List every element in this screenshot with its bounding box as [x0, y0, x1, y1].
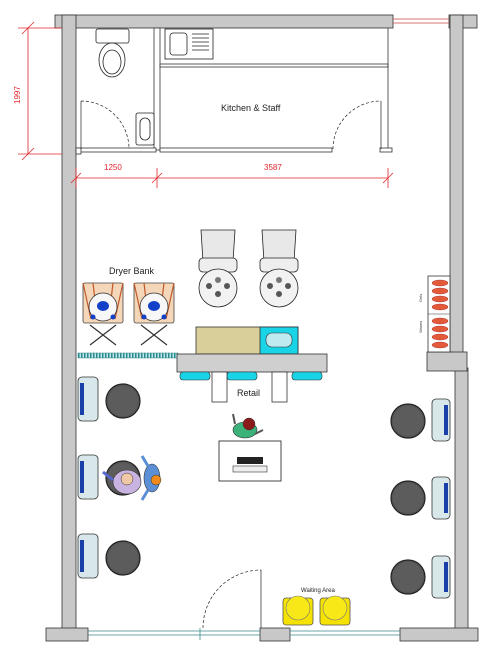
dryer-chair	[133, 282, 175, 346]
styling-station-left	[77, 376, 141, 422]
shelf-label-gels: Gels	[418, 293, 423, 302]
front-windows	[88, 628, 400, 640]
toilet-icon	[95, 28, 130, 78]
waiting-area-label: Waiting Area	[301, 588, 335, 594]
styling-station-right	[390, 398, 451, 442]
styling-station-right	[390, 476, 451, 520]
product-shelves	[427, 275, 451, 353]
backwash-chair	[198, 229, 238, 308]
shelf-label-waxes: Waxes	[418, 320, 423, 333]
reception-figure	[232, 413, 264, 439]
width-right-dimension: 3587	[264, 163, 282, 172]
top-door-gap	[393, 18, 449, 24]
styling-station-left	[77, 533, 141, 579]
stylist-figure	[140, 455, 162, 501]
door-swings	[80, 100, 382, 629]
waiting-chair	[282, 595, 314, 626]
kitchen-sink-icon	[164, 28, 214, 60]
client-figure	[102, 469, 142, 495]
interior-walls	[75, 27, 393, 155]
reception-table	[218, 440, 282, 482]
height-dimension: 1997	[13, 86, 22, 104]
styling-station-right	[390, 555, 451, 599]
width-left-dimension: 1250	[104, 163, 122, 172]
dryer-chair	[82, 282, 124, 346]
dimension-lines	[18, 21, 394, 188]
kitchen-label: Kitchen & Staff	[221, 103, 281, 113]
hand-basin-icon	[135, 112, 155, 146]
backwash-chair	[259, 229, 299, 308]
retail-desk	[176, 326, 328, 403]
waiting-chair	[319, 595, 351, 626]
retail-label: Retail	[237, 388, 261, 398]
partition-screen	[77, 352, 179, 359]
styling-station-left	[77, 454, 141, 500]
dryer-bank-label: Dryer Bank	[109, 266, 155, 276]
walls	[45, 14, 479, 642]
